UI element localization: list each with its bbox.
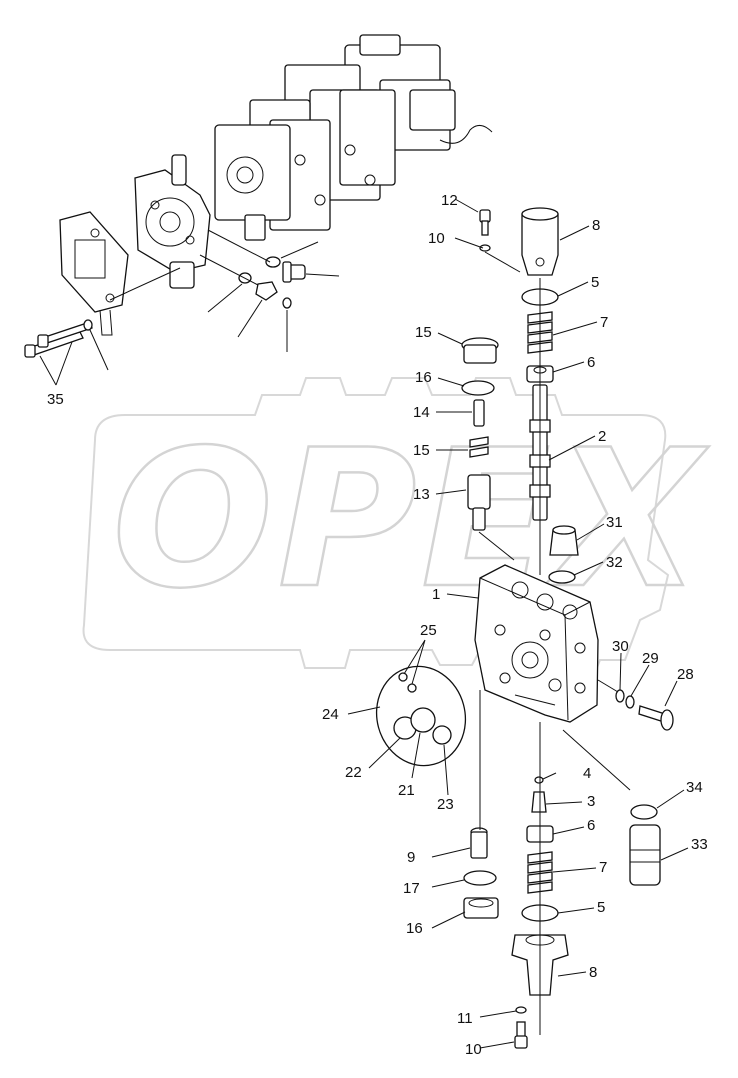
bolt-9-bottom xyxy=(514,1021,528,1049)
callout-19: 23 xyxy=(437,796,454,813)
valve-body-1 xyxy=(474,564,599,723)
callout-6-top: 6 xyxy=(587,354,595,371)
washer-10-top xyxy=(479,244,491,252)
callout-17: 21 xyxy=(398,782,415,799)
center-lines xyxy=(109,229,631,1035)
callout-12: 13 xyxy=(413,486,430,503)
callout-24: 30 xyxy=(612,638,629,655)
o-ring-35 xyxy=(265,256,281,268)
check-valve-3 xyxy=(531,791,547,813)
callout-16-bottom: 17 xyxy=(403,880,420,897)
callout-22: 28 xyxy=(677,666,694,683)
end-plate xyxy=(59,211,129,336)
watermark-gear xyxy=(82,377,670,681)
callout-26: 32 xyxy=(606,554,623,571)
sleeve-12 xyxy=(467,474,491,531)
callout-18: 22 xyxy=(345,764,362,781)
callout-25: 31 xyxy=(606,514,623,531)
callout-14: 15 xyxy=(413,442,430,459)
callout-16-top: 16 xyxy=(415,369,432,386)
callout-15-top: 15 xyxy=(415,324,432,341)
callout-8-bottom: 8 xyxy=(589,964,597,981)
bolt-29 xyxy=(24,321,93,358)
callout-7-top: 7 xyxy=(600,314,608,331)
o-ring-16-top xyxy=(461,380,495,396)
callout-21: 25 xyxy=(420,622,437,639)
callout-8-top: 8 xyxy=(592,217,600,234)
valve-stack-assembly xyxy=(214,34,493,241)
valve-27 xyxy=(629,824,661,886)
callout-11: 9 xyxy=(407,849,415,866)
callout-10-bottom: 11 xyxy=(457,1010,473,1027)
plug-15-bottom xyxy=(463,897,499,919)
callout-4: 4 xyxy=(583,765,591,782)
callout-23: 29 xyxy=(642,650,659,667)
spool-11 xyxy=(470,827,488,859)
poppet-4 xyxy=(534,776,544,784)
callout-29: 35 xyxy=(47,391,64,408)
callout-5-bottom: 5 xyxy=(597,899,605,916)
callout-9-bottom: 10 xyxy=(465,1041,482,1058)
o-ring-17 xyxy=(410,707,436,733)
callout-10-top: 10 xyxy=(428,230,445,247)
callout-9-top: 12 xyxy=(441,192,458,209)
o-ring-26 xyxy=(548,570,576,584)
washer-30 xyxy=(83,319,93,331)
relief-valve-25 xyxy=(549,525,579,556)
valve-section-rear xyxy=(134,154,211,289)
watermark-text: OPEX xyxy=(112,409,710,630)
o-ring-19 xyxy=(432,725,452,745)
callouts: 12 10 8 5 7 6 2 15 16 14 15 13 31 32 1 2… xyxy=(39,192,708,1058)
spring-7-top xyxy=(527,311,553,354)
callout-15-bottom: 16 xyxy=(406,920,423,937)
plug-34 xyxy=(282,261,306,283)
o-ring-28 xyxy=(630,804,658,820)
callout-20: 24 xyxy=(322,706,339,723)
callout-1: 1 xyxy=(432,586,440,603)
spring-14 xyxy=(469,436,489,458)
callout-7-bottom: 7 xyxy=(599,859,607,876)
o-ring-23 xyxy=(625,695,635,709)
callout-5-top: 5 xyxy=(591,274,599,291)
spring-7-bottom xyxy=(527,851,553,894)
callout-28: 34 xyxy=(686,779,703,796)
callout-6-bottom: 6 xyxy=(587,817,595,834)
callout-13: 14 xyxy=(413,404,430,421)
callout-27: 33 xyxy=(691,836,708,853)
plug-22 xyxy=(638,705,674,731)
washer-10-bottom xyxy=(515,1006,527,1014)
callout-2: 2 xyxy=(598,428,606,445)
piston-13 xyxy=(473,399,485,427)
watermark: OPEX xyxy=(82,377,710,681)
bolt-9-top xyxy=(479,209,491,236)
callout-3: 3 xyxy=(587,793,595,810)
fitting-31 xyxy=(255,281,278,301)
plug-15-top xyxy=(461,337,499,364)
o-ring-16-bottom xyxy=(463,870,497,886)
cap-8-top xyxy=(521,207,559,276)
o-ring-33 xyxy=(282,297,292,309)
